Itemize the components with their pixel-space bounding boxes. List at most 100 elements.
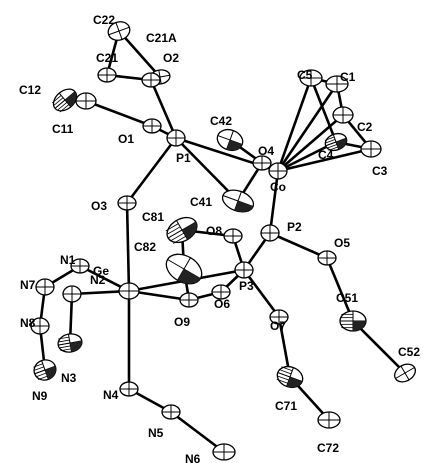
atom-label-o4: O4 — [258, 144, 274, 158]
atom-c3 — [360, 140, 382, 158]
atom-p1 — [166, 129, 186, 147]
bond-c22-c21a — [117, 29, 162, 79]
bond-co-c1 — [276, 82, 339, 173]
atom-label-c82: C82 — [134, 240, 156, 254]
atom-label-n3: N3 — [61, 371, 77, 385]
atom-label-o3: O3 — [91, 199, 107, 213]
atom-o2 — [141, 72, 161, 88]
atom-o9 — [179, 292, 199, 308]
bond-p3-o7 — [242, 268, 281, 319]
atom-c1 — [325, 75, 349, 93]
atom-label-p3: P3 — [239, 279, 254, 293]
atom-c41 — [221, 189, 255, 213]
atom-label-ge: Ge — [93, 264, 109, 278]
atom-label-c3: C3 — [372, 164, 388, 178]
atom-n9 — [33, 359, 57, 381]
atom-label-n6: N6 — [185, 452, 201, 463]
atom-c52 — [394, 363, 416, 383]
atom-n6 — [212, 443, 236, 461]
bond-co-p2 — [268, 169, 280, 235]
atom-o5 — [317, 250, 337, 266]
atom-label-o5: O5 — [334, 236, 350, 250]
atom-label-n9: N9 — [32, 389, 48, 403]
atom-n7 — [35, 278, 55, 296]
atom-n4 — [119, 381, 139, 397]
atom-c12 — [51, 88, 78, 113]
atom-label-c81: C81 — [142, 210, 164, 224]
atom-n5 — [161, 404, 181, 420]
atom-o7 — [269, 309, 289, 325]
atom-label-c51: C51 — [336, 291, 358, 305]
atom-o6 — [211, 284, 231, 300]
bond-o5-c51 — [325, 256, 355, 323]
atom-label-p1: P1 — [176, 151, 191, 165]
atom-p2 — [260, 224, 280, 242]
atom-o4 — [252, 155, 272, 171]
bond-c51-c52 — [351, 319, 407, 375]
atom-layer — [30, 21, 416, 461]
atom-n1 — [70, 258, 90, 274]
atom-label-c4: C4 — [318, 148, 334, 162]
atom-c4 — [324, 132, 348, 152]
bond-o3-ge — [125, 201, 131, 293]
bond-layer — [38, 29, 407, 454]
atom-ge — [118, 282, 140, 300]
atom-n2 — [62, 285, 82, 303]
atom-label-n2: N2 — [90, 273, 106, 287]
atom-o3 — [117, 195, 137, 211]
atom-label-c11: C11 — [52, 122, 74, 136]
atom-label-c5: C5 — [297, 68, 313, 82]
atom-label-o7: O7 — [270, 319, 286, 333]
atom-label-c22: C22 — [93, 13, 115, 27]
atom-n8 — [30, 317, 50, 335]
atom-label-co: Co — [270, 180, 286, 194]
bond-co-c3 — [276, 147, 373, 173]
atom-label-n7: N7 — [20, 278, 36, 292]
atom-label-c21a: C21A — [146, 31, 177, 45]
atom-c5 — [299, 69, 323, 87]
bond-c4-c5 — [309, 76, 338, 144]
atom-label-c71: C71 — [275, 399, 297, 413]
atom-c51 — [339, 310, 367, 332]
atom-c72 — [317, 411, 341, 429]
atom-label-o6: O6 — [214, 297, 230, 311]
atom-label-c42: C42 — [210, 114, 232, 128]
atom-c21 — [97, 67, 117, 83]
atom-c71 — [276, 365, 304, 389]
atom-n3 — [57, 333, 83, 353]
atom-c81 — [165, 216, 198, 244]
atom-label-c21: C21 — [96, 51, 118, 65]
atom-label-c1: C1 — [340, 70, 356, 84]
atom-label-c2: C2 — [357, 120, 373, 134]
atom-co — [268, 162, 288, 180]
atom-label-c41: C41 — [190, 195, 212, 209]
atom-label-o9: O9 — [174, 315, 190, 329]
atom-label-o1: O1 — [118, 132, 134, 146]
atom-label-o8: O8 — [206, 224, 222, 238]
bond-p1-o3 — [125, 136, 178, 205]
atom-label-n4: N4 — [103, 388, 119, 402]
atom-c2 — [332, 106, 354, 124]
atom-label-p2: P2 — [287, 220, 302, 234]
atom-label-n5: N5 — [148, 426, 164, 440]
atom-c22 — [107, 21, 131, 41]
bond-n5-n6 — [169, 410, 226, 454]
atom-label-n8: N8 — [20, 316, 36, 330]
atom-o8 — [223, 228, 243, 244]
bond-o2-p1 — [149, 78, 178, 140]
atom-c11 — [75, 92, 97, 110]
atom-c42 — [216, 128, 244, 152]
bond-p2-o5 — [268, 231, 329, 260]
atom-label-c52: C52 — [398, 345, 420, 359]
atom-c82 — [165, 253, 203, 285]
atom-label-c72: C72 — [317, 441, 339, 455]
atom-o1 — [142, 118, 162, 134]
atom-label-c12: C12 — [19, 83, 41, 97]
atom-label-o2: O2 — [163, 51, 179, 65]
bond-co-c5 — [276, 76, 313, 173]
atom-label-n1: N1 — [60, 253, 76, 267]
bond-co-c2 — [276, 113, 345, 173]
